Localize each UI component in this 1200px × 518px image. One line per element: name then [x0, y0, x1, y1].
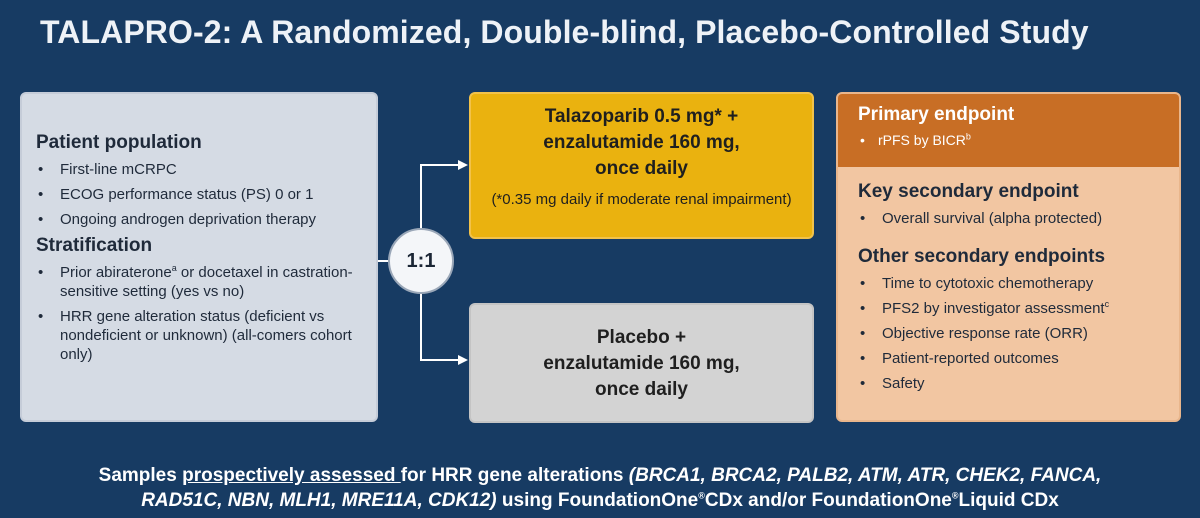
primary-endpoint-header: Primary endpoint rPFS by BICRb	[838, 94, 1179, 167]
patient-population-heading: Patient population	[36, 132, 202, 153]
list-item: Prior abirateronea or docetaxel in castr…	[36, 263, 376, 301]
list-item: Time to cytotoxic chemotherapy	[858, 274, 1179, 293]
randomization-ratio-circle: 1:1	[388, 228, 454, 294]
stratification-heading: Stratification	[36, 235, 153, 256]
strat-text: or docetaxel in castration-sensitive set…	[60, 264, 353, 300]
secondary-endpoints: Key secondary endpoint Overall survival …	[838, 167, 1179, 393]
footer-text: Liquid CDx	[958, 490, 1059, 511]
primary-endpoint-heading: Primary endpoint	[858, 104, 1015, 125]
endpoints-box: Primary endpoint rPFS by BICRb Key secon…	[836, 92, 1181, 422]
list-item: Overall survival (alpha protected)	[858, 209, 1179, 228]
footer-line-2: RAD51C, NBN, MLH1, MRE11A, CDK12) using …	[0, 488, 1200, 513]
page-title: TALAPRO-2: A Randomized, Double-blind, P…	[40, 14, 1089, 50]
footer-text: CDx and/or FoundationOne	[704, 490, 952, 511]
key-secondary-list: Overall survival (alpha protected)	[858, 209, 1179, 228]
footnote-marker: b	[965, 131, 971, 142]
list-item: Objective response rate (ORR)	[858, 324, 1179, 343]
other-secondary-heading: Other secondary endpoints	[858, 246, 1106, 267]
arm1-line: Talazoparib 0.5 mg* +	[544, 106, 739, 127]
footer-gene-list: (BRCA1, BRCA2, PALB2, ATM, ATR, CHEK2, F…	[628, 465, 1102, 486]
stratification-list: Prior abirateronea or docetaxel in castr…	[36, 263, 376, 364]
other-secondary-list: Time to cytotoxic chemotherapy PFS2 by i…	[858, 274, 1179, 393]
list-item: PFS2 by investigator assessmentc	[858, 299, 1179, 318]
footnote-marker: c	[1104, 299, 1110, 309]
registered-mark: ®	[698, 490, 705, 501]
key-secondary-heading: Key secondary endpoint	[858, 181, 1079, 202]
footer-text: using FoundationOne	[496, 490, 699, 511]
patient-population-list: First-line mCRPC ECOG performance status…	[36, 160, 376, 229]
list-item: Safety	[858, 374, 1179, 393]
registered-mark: ®	[951, 490, 959, 501]
endpoint-text: PFS2 by investigator assessment	[882, 300, 1105, 317]
treatment-arm-placebo: Placebo + enzalutamide 160 mg, once dail…	[469, 303, 814, 423]
arm1-dose-note: (*0.35 mg daily if moderate renal impair…	[491, 191, 792, 208]
footer-note: Samples prospectively assessed for HRR g…	[0, 463, 1200, 513]
primary-endpoint-text: rPFS by BICR	[878, 132, 966, 148]
list-item: First-line mCRPC	[36, 160, 376, 179]
patient-population-box: Patient population First-line mCRPC ECOG…	[20, 92, 378, 422]
footer-underlined-text: prospectively assessed	[182, 465, 401, 486]
list-item: Patient-reported outcomes	[858, 349, 1179, 368]
arm2-line: once daily	[595, 379, 688, 400]
footer-text: for HRR gene alterations	[400, 465, 629, 486]
arm1-line: once daily	[595, 158, 688, 179]
footer-gene-list: RAD51C, NBN, MLH1, MRE11A, CDK12)	[141, 490, 497, 511]
list-item: ECOG performance status (PS) 0 or 1	[36, 185, 376, 204]
footer-text: Samples	[98, 465, 183, 486]
treatment-arm-talazoparib: Talazoparib 0.5 mg* + enzalutamide 160 m…	[469, 92, 814, 239]
footer-line-1: Samples prospectively assessed for HRR g…	[0, 463, 1200, 488]
primary-endpoint-item: rPFS by BICRb	[858, 132, 1179, 148]
arm1-line: enzalutamide 160 mg,	[543, 132, 740, 153]
arm2-line: Placebo +	[596, 327, 687, 348]
list-item: HRR gene alteration status (deficient vs…	[36, 307, 376, 364]
strat-text: Prior abiraterone	[60, 264, 172, 281]
list-item: Ongoing androgen deprivation therapy	[36, 210, 376, 229]
arm2-line: enzalutamide 160 mg,	[543, 353, 740, 374]
footnote-marker: a	[171, 263, 177, 273]
